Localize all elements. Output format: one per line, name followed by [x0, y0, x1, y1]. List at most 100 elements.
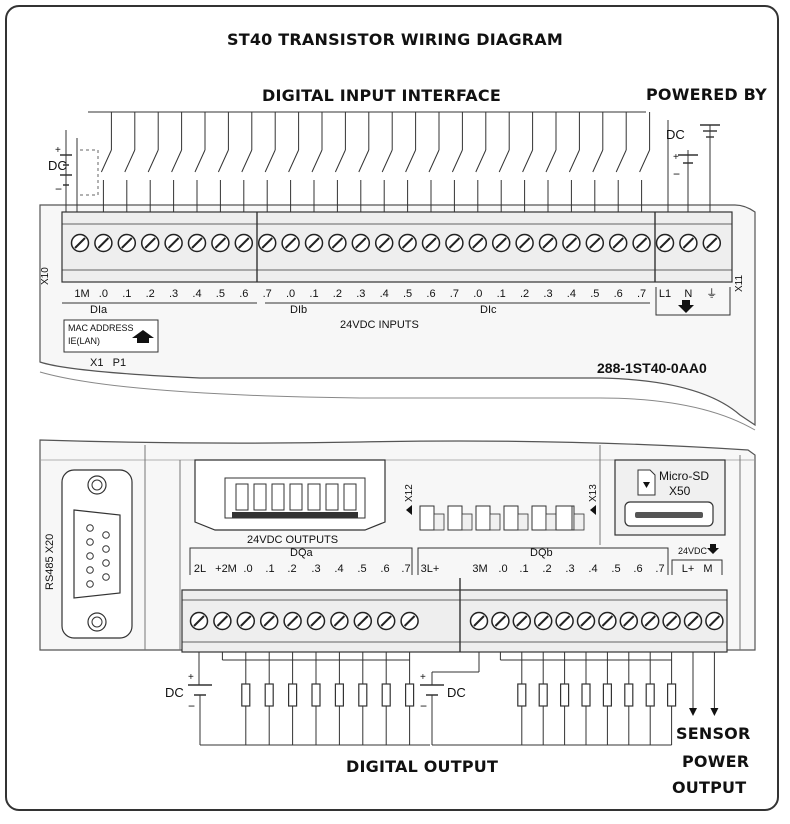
output-terminal-label: .7	[655, 563, 664, 575]
output-terminal-label: .0	[498, 563, 507, 575]
input-switch	[615, 112, 627, 212]
output-terminal-label: .6	[380, 563, 389, 575]
sensor-power-output-line2: POWER	[682, 752, 750, 771]
sensor-supply-label: 24VDC	[678, 546, 708, 556]
expansion-slot-block	[503, 505, 529, 531]
svg-text:+: +	[420, 672, 426, 683]
load-resistor	[538, 683, 548, 707]
input-terminal-label: ⏚	[706, 287, 717, 300]
input-terminal-label: .6	[426, 288, 435, 300]
terminal-screw	[585, 233, 605, 253]
db9-pin	[102, 573, 110, 581]
terminal-screw	[400, 611, 419, 631]
digital-output-heading: DIGITAL OUTPUT	[346, 757, 499, 776]
terminal-screw	[683, 611, 703, 631]
terminal-screw	[353, 611, 373, 631]
sensor-output-arrow-icon	[710, 708, 719, 716]
terminal-screw	[491, 611, 510, 631]
output-terminal-label: 3L+	[421, 563, 440, 575]
input-switch	[405, 112, 417, 212]
powered-by-heading: POWERED BY	[646, 85, 767, 104]
output-terminal-label: .0	[243, 563, 252, 575]
input-terminal-label: .3	[356, 288, 365, 300]
terminal-screw	[608, 233, 628, 253]
input-terminal-screws	[70, 233, 722, 253]
output-wiring	[198, 652, 719, 746]
svg-text:−: −	[55, 182, 62, 196]
load-resistor	[288, 683, 298, 707]
group-dib-label: DIb	[290, 304, 308, 316]
input-terminal-label: .2	[146, 288, 155, 300]
input-terminal-label: .2	[333, 288, 342, 300]
terminal-screw	[164, 233, 183, 253]
input-terminal-label: .4	[380, 288, 389, 300]
terminal-screw	[705, 611, 724, 631]
x13-arrow-icon	[590, 505, 596, 515]
input-terminal-label: .4	[192, 288, 201, 300]
output-dc-supply-right: + −	[420, 672, 444, 713]
terminal-screw	[70, 233, 90, 253]
connector-x11-label: X11	[734, 274, 745, 292]
terminal-screw	[351, 233, 371, 253]
input-dc-label: DC	[48, 158, 67, 173]
load-resistor	[624, 683, 634, 707]
terminal-screw	[211, 233, 230, 253]
input-module: 1M.0.1.2.3.4.5.6.7.0.1.2.3.4.5.6.7.0.1.2…	[39, 111, 756, 431]
svg-text:−: −	[188, 699, 195, 713]
input-switch	[241, 112, 253, 212]
input-terminal-label: N	[684, 288, 692, 300]
input-switch	[171, 112, 183, 212]
output-dc-left-label: DC	[165, 685, 184, 700]
terminal-screw	[469, 611, 489, 631]
input-terminal-labels: 1M.0.1.2.3.4.5.6.7.0.1.2.3.4.5.6.7.0.1.2…	[74, 287, 717, 300]
ie-lan-label: IE(LAN)	[68, 336, 101, 346]
input-terminal-block	[61, 211, 733, 283]
input-switch	[592, 112, 604, 212]
output-terminal-label: .6	[633, 563, 642, 575]
terminal-screw	[538, 233, 558, 253]
terminal-screw	[94, 233, 113, 253]
output-terminal-label: +2M	[215, 563, 237, 575]
output-dc-supply-left: + −	[188, 672, 212, 713]
db9-pin	[86, 566, 94, 574]
svg-text:+: +	[55, 145, 61, 156]
input-switch	[100, 112, 112, 212]
sensor-power-output-line3: OUTPUT	[672, 778, 747, 797]
inputs-caption: 24VDC INPUTS	[340, 319, 419, 331]
expansion-slot-blocks	[419, 505, 585, 531]
load-resistor	[358, 683, 368, 707]
terminal-screw	[655, 233, 675, 253]
terminal-screw	[259, 611, 279, 631]
diagram-title: ST40 TRANSISTOR WIRING DIAGRAM	[226, 30, 564, 49]
terminal-screw	[234, 233, 254, 253]
input-switch	[545, 112, 557, 212]
output-terminal-label: 2L	[194, 563, 206, 575]
micro-sd-slot[interactable]	[614, 459, 726, 536]
expansion-x12-label: X12	[404, 484, 415, 502]
input-terminal-label: .0	[473, 288, 482, 300]
input-switch	[217, 112, 229, 212]
input-terminal-label: .6	[239, 288, 248, 300]
input-wiring	[88, 111, 651, 212]
terminal-screw	[445, 233, 464, 253]
terminal-screw	[512, 611, 532, 631]
output-terminal-label: .3	[565, 563, 574, 575]
rs485-connector[interactable]	[61, 469, 133, 639]
input-terminal-label: .4	[567, 288, 576, 300]
arrow-up-icon	[132, 330, 154, 343]
input-terminal-label: .1	[497, 288, 506, 300]
input-terminal-label: .3	[543, 288, 552, 300]
power-supply-symbol: + −	[667, 120, 720, 212]
terminal-screw	[421, 233, 441, 253]
model-number: 288-1ST40-0AA0	[597, 360, 707, 376]
load-resistor	[645, 683, 655, 707]
digital-input-heading: DIGITAL INPUT INTERFACE	[262, 86, 501, 105]
terminal-screw	[468, 233, 488, 253]
outputs-caption: 24VDC OUTPUTS	[247, 534, 339, 546]
expansion-slot-block	[475, 505, 501, 531]
output-terminal-label: .1	[265, 563, 274, 575]
db9-pin	[102, 531, 110, 539]
expansion-slot-block	[419, 505, 445, 531]
terminal-screw	[555, 611, 574, 631]
input-switch	[498, 112, 510, 212]
